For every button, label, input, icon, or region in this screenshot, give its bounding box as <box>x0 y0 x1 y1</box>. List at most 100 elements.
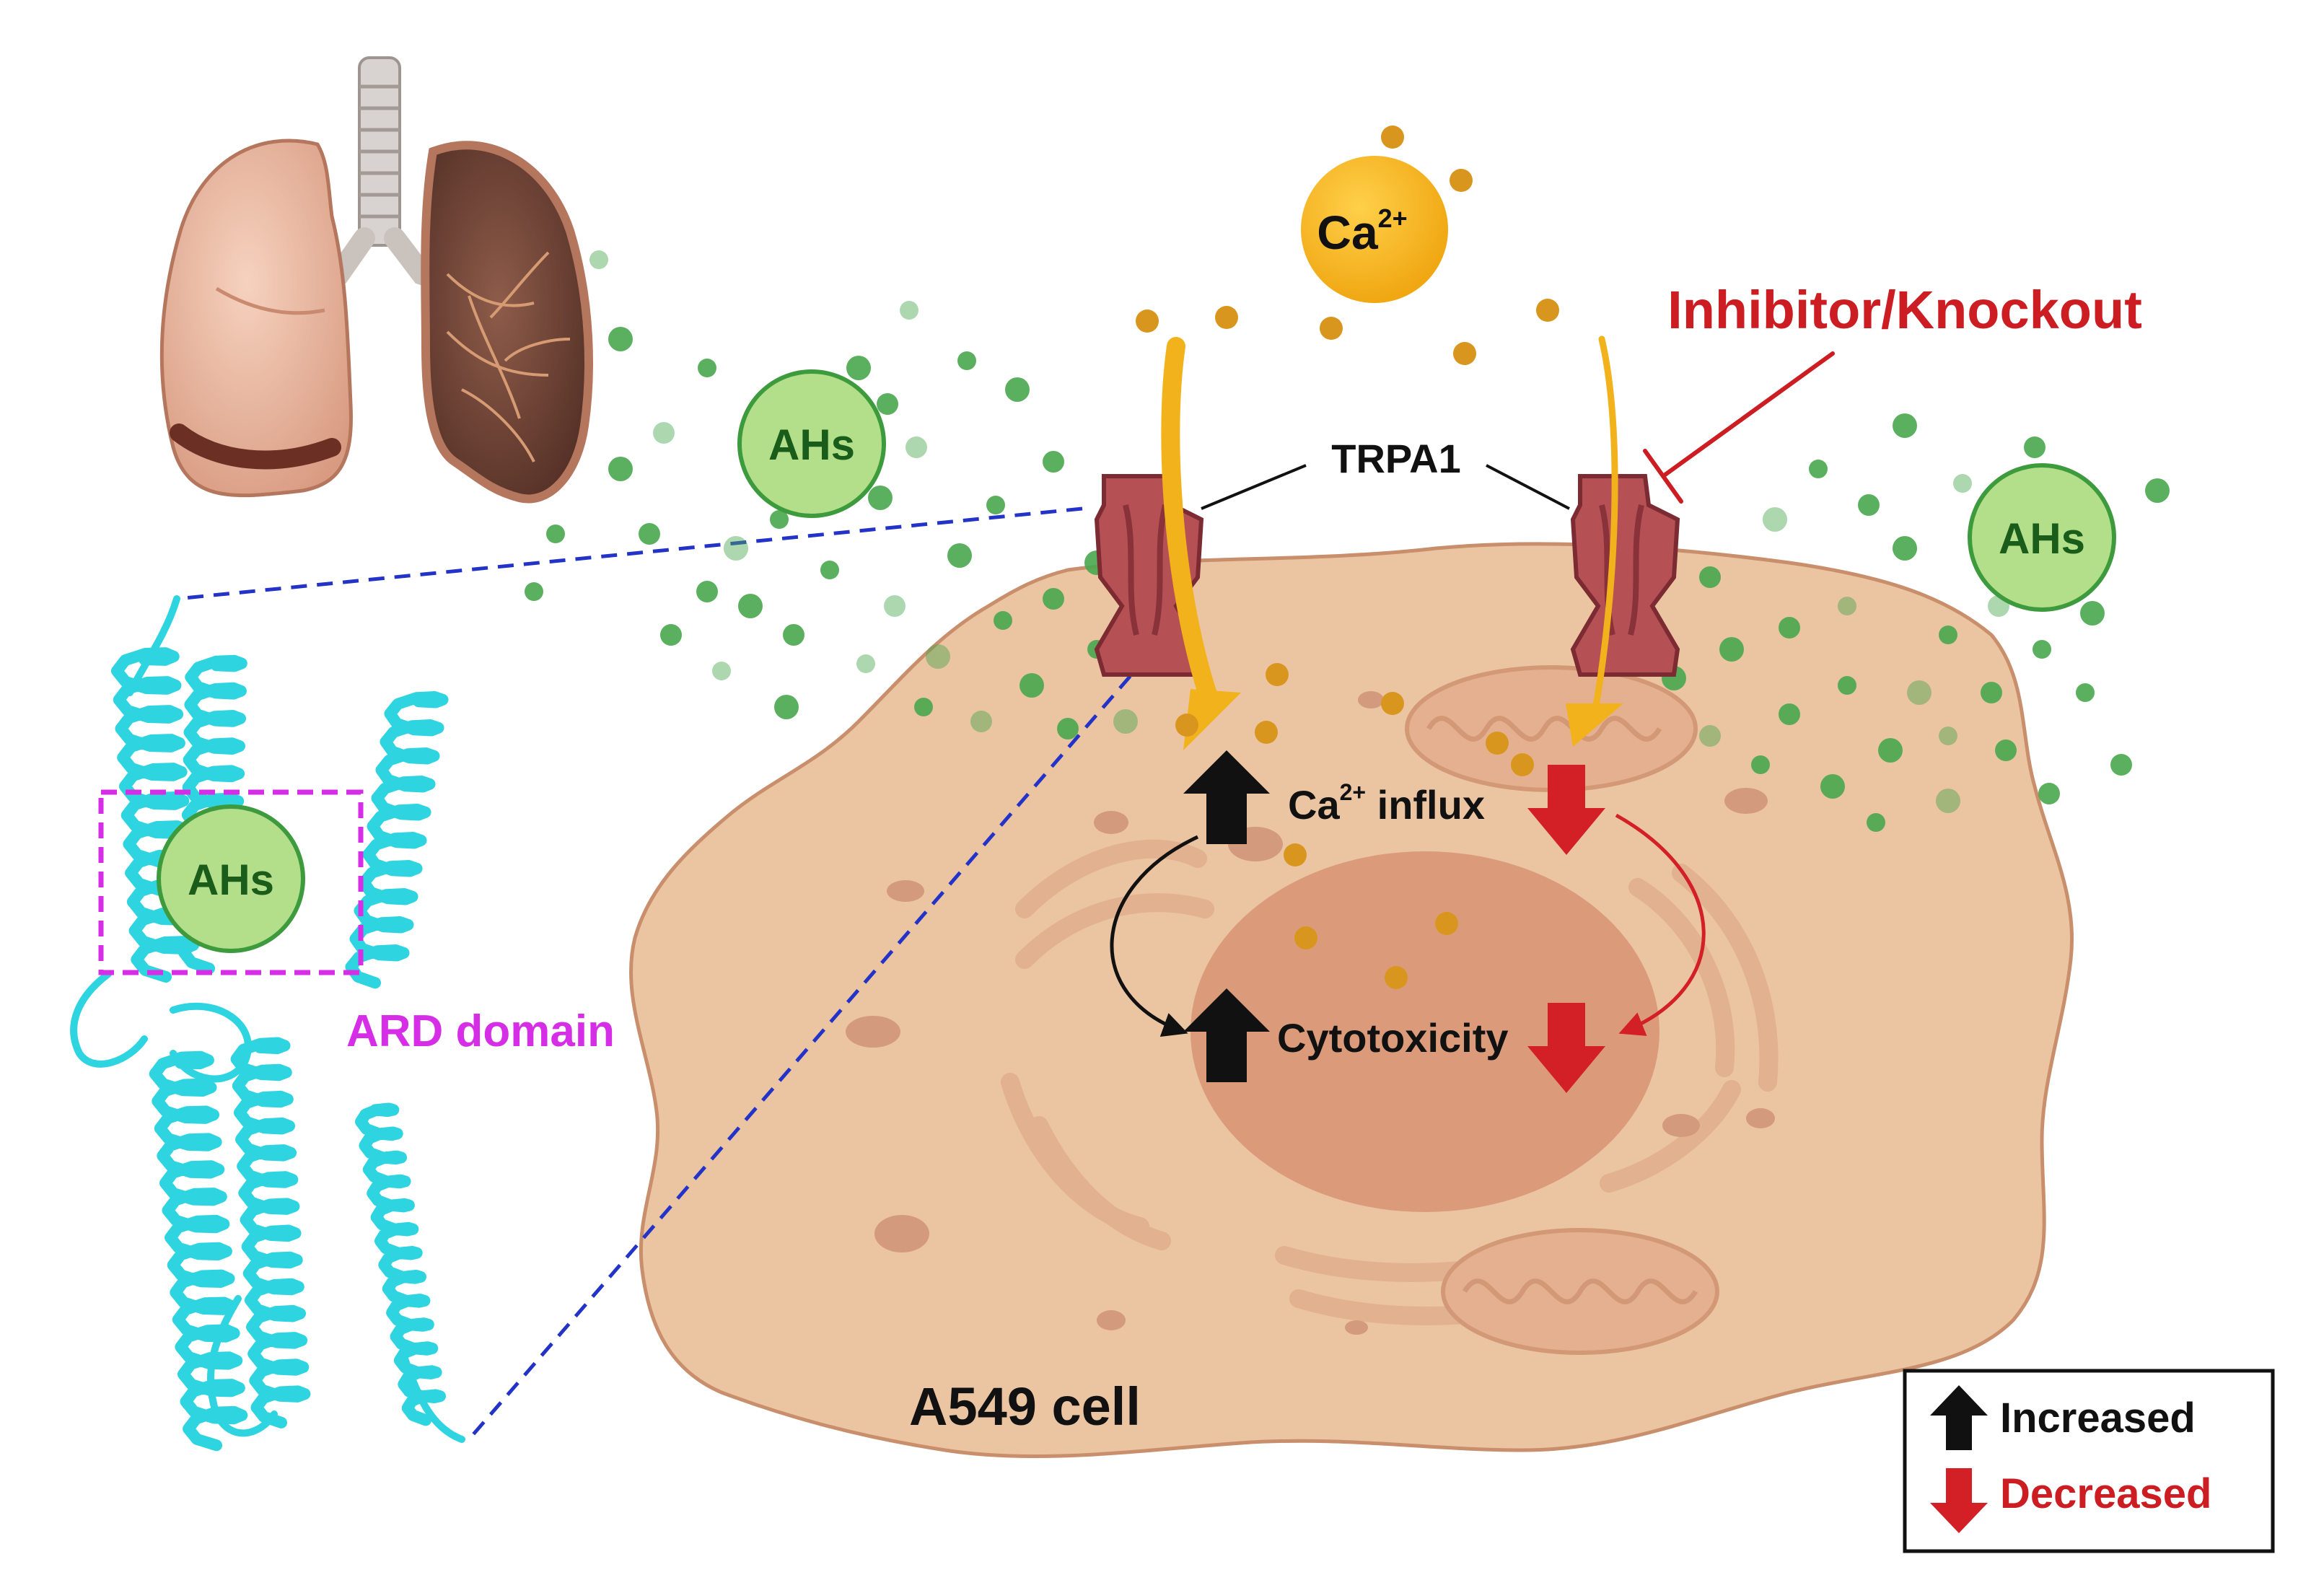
ah-molecule-dot <box>994 611 1012 630</box>
ca-influx-charge: 2+ <box>1340 779 1366 805</box>
ah-molecule-dot <box>770 510 789 529</box>
endoplasmic-reticulum <box>1001 839 1779 1325</box>
cytotoxicity-label: Cytotoxicity <box>1277 1015 1509 1061</box>
ca-influx-prefix: Ca <box>1288 782 1340 828</box>
legend-decreased: Decreased <box>2000 1470 2211 1517</box>
ard-domain-box <box>98 789 364 975</box>
ah-molecule-dot <box>2033 640 2051 659</box>
ahs-label-left: AHs <box>768 421 855 469</box>
ah-molecule-dot <box>1763 507 1787 532</box>
ah-molecule-dot <box>947 543 972 568</box>
ah-molecule-dot <box>884 595 906 617</box>
calcium-ion-dot <box>1266 663 1289 686</box>
ah-molecule-dot <box>1878 738 1903 763</box>
ah-molecule-dot <box>1936 789 1960 813</box>
calcium-ion-dot <box>1136 310 1159 333</box>
ah-molecule-dot <box>846 356 871 380</box>
up-arrow-icon <box>1183 988 1270 1082</box>
trpa1-label: TRPA1 <box>1331 436 1460 481</box>
ah-molecule-dot <box>1939 727 1957 745</box>
ah-molecule-dot <box>1005 377 1030 402</box>
svg-text:Ca2+: Ca2+ <box>1317 203 1407 259</box>
ah-molecule-dot <box>1893 413 1917 438</box>
ah-molecule-dot <box>525 582 543 601</box>
calcium-ion-dot <box>1536 299 1559 322</box>
calcium-label: Ca <box>1317 206 1379 259</box>
ah-molecule-dot <box>696 581 718 602</box>
vesicles <box>846 691 1775 1335</box>
ah-molecule-dot <box>1838 676 1856 695</box>
ahs-badge-protein: AHs <box>157 804 305 953</box>
ah-molecule-dot <box>1809 460 1828 478</box>
ah-molecule-dot <box>774 695 799 719</box>
ah-molecule-dot <box>1820 774 1845 799</box>
ah-molecule-dot <box>926 644 950 669</box>
calcium-ion-dot <box>1215 306 1238 329</box>
ah-molecule-dot <box>608 327 633 351</box>
down-arrow-icon <box>1527 765 1605 855</box>
ah-molecule-dot <box>589 250 608 269</box>
ahs-label-right: AHs <box>1999 514 2085 563</box>
calcium-influx-arrows <box>1161 335 1623 750</box>
inhibitor-label: Inhibitor/Knockout <box>1667 280 2142 340</box>
legend: Increased Decreased <box>1903 1369 2275 1553</box>
ah-molecule-dot <box>957 351 976 370</box>
ah-molecule-dot <box>783 624 804 646</box>
up-arrow-icon <box>1930 1385 1988 1450</box>
down-arrow-icon <box>1527 1003 1605 1093</box>
calcium-ion-badge: Ca2+ <box>1301 156 1448 303</box>
ahs-label-protein: AHs <box>188 856 274 904</box>
ah-molecule-dot <box>1020 673 1044 698</box>
ca-influx-suffix: influx <box>1366 782 1485 828</box>
a549-cell <box>628 542 2074 1459</box>
ah-molecule-dot <box>1893 536 1917 561</box>
ah-molecule-dot <box>2145 478 2170 503</box>
calcium-ion-dot <box>1486 732 1509 755</box>
ah-molecule-dot <box>2038 783 2060 804</box>
ard-domain-label: ARD domain <box>346 1006 615 1056</box>
calcium-ion-dot <box>1320 317 1343 340</box>
calcium-ion-dot <box>1381 126 1404 149</box>
calcium-ion-dot <box>1175 714 1198 737</box>
decrease-causal-arrow <box>1615 813 1706 1036</box>
ah-molecule-dot <box>1981 682 2002 703</box>
ca-influx-label: Ca2+ influx <box>1288 779 1485 828</box>
ah-molecule-dot <box>914 698 933 716</box>
ah-molecule-dot <box>639 523 660 545</box>
legend-increased: Increased <box>2000 1395 2196 1441</box>
ah-molecule-dot <box>1779 703 1800 725</box>
mitochondrion-icon <box>1441 1228 1719 1355</box>
ah-molecule-dot <box>906 436 927 458</box>
trpa1-leader-lines <box>1201 464 1570 510</box>
ah-molecule-dot <box>2110 754 2132 776</box>
ah-molecule-dot <box>660 624 682 646</box>
calcium-ion-dot <box>1453 342 1476 365</box>
inhibitor-tee-line <box>1643 351 1835 504</box>
calcium-ion-dot <box>1511 753 1534 776</box>
ah-molecule-dot <box>1043 451 1064 473</box>
ah-molecule-dot <box>1113 709 1138 734</box>
ah-molecule-dot <box>1939 626 1957 644</box>
ah-molecule-dot <box>2080 601 2105 626</box>
ah-molecule-dot <box>900 301 918 320</box>
calcium-ion-dot <box>1385 966 1408 989</box>
down-arrow-icon <box>1930 1468 1988 1533</box>
lungs-illustration <box>159 56 593 504</box>
ah-molecule-dot <box>1995 740 2017 761</box>
zoom-projection-lines <box>176 506 1149 1441</box>
ah-molecule-dot <box>608 457 633 481</box>
ah-molecule-dot <box>1858 494 1880 516</box>
ah-molecule-dot <box>1867 813 1885 832</box>
ah-molecule-dot <box>1838 597 1856 615</box>
cell-label: A549 cell <box>909 1377 1141 1436</box>
ah-molecule-dot <box>1699 725 1721 747</box>
ah-molecule-dot <box>1953 474 1972 493</box>
ah-molecule-dot <box>712 662 731 680</box>
calcium-ion-dot <box>1435 912 1458 935</box>
ah-molecule-dot <box>1719 637 1744 662</box>
ahs-badge-left: AHs <box>737 369 886 518</box>
increase-causal-arrow <box>1110 835 1199 1037</box>
ah-molecule-dot <box>738 594 763 618</box>
